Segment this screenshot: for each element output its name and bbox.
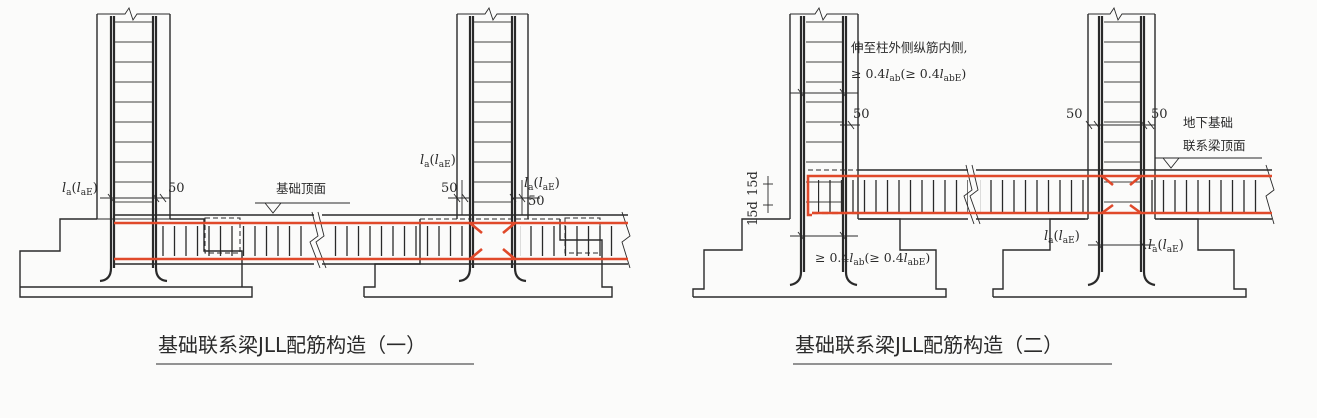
dim-50-mid-2: 50 <box>1066 107 1083 122</box>
dim-50-mid-1: 50 <box>441 181 458 196</box>
diagram-one: la(laE) 50 la(laE) 50 la(laE) 50 基础顶面 基础… <box>19 6 631 365</box>
beam-top-label-line1-2: 地下基础 <box>1183 115 1233 130</box>
left-footing-2 <box>692 218 947 298</box>
anchor-label-left-1: la(laE) <box>62 181 98 198</box>
anchor-label-mid-1: la(laE) <box>420 153 456 170</box>
diagram-two: 伸至柱外侧纵筋内侧, ≥ 0.4lab(≥ 0.4labE) 50 50 50 … <box>692 6 1275 365</box>
right-column-1 <box>456 6 529 283</box>
caption-2: 基础联系梁JLL配筋构造（二） <box>795 333 1063 357</box>
dim-50-right-1: 50 <box>528 194 545 209</box>
beam-top-marker-2 <box>1155 157 1262 169</box>
tie-beam-1 <box>114 211 631 269</box>
caption-1: 基础联系梁JLL配筋构造（一） <box>158 333 426 357</box>
dim-50-left-2: 50 <box>853 107 870 122</box>
dimension-ticks-1 <box>100 180 540 215</box>
anchor-label-left-2: la(laE) <box>1044 229 1080 246</box>
dim-50-left-1: 50 <box>168 181 185 196</box>
anchor-label-right-2: la(laE) <box>1148 238 1184 255</box>
note-line2-2: ≥ 0.4lab(≥ 0.4labE) <box>851 66 966 84</box>
note-line1-2: 伸至柱外侧纵筋内侧, <box>851 40 967 55</box>
left-column-1 <box>96 6 171 283</box>
foundation-top-label-1: 基础顶面 <box>276 181 326 196</box>
dim-15d-lower-2: 15d <box>746 201 761 226</box>
bottom-note-2: ≥ 0.4lab(≥ 0.4labE) <box>815 250 930 268</box>
dim-15d-upper-2: 15d <box>746 171 761 196</box>
dim-50-right-2: 50 <box>1151 107 1168 122</box>
foundation-top-marker-1 <box>255 202 350 214</box>
beam-top-bar-2 <box>806 174 1272 217</box>
left-footing-1 <box>19 218 253 298</box>
left-column-2 <box>789 6 859 287</box>
tie-beam-2 <box>806 164 1275 225</box>
right-footing-2 <box>992 218 1247 298</box>
anchor-label-right-1: la(laE) <box>524 176 560 193</box>
dimension-ticks-2 <box>763 88 1155 250</box>
beam-top-label-line2-2: 联系梁顶面 <box>1183 138 1246 153</box>
